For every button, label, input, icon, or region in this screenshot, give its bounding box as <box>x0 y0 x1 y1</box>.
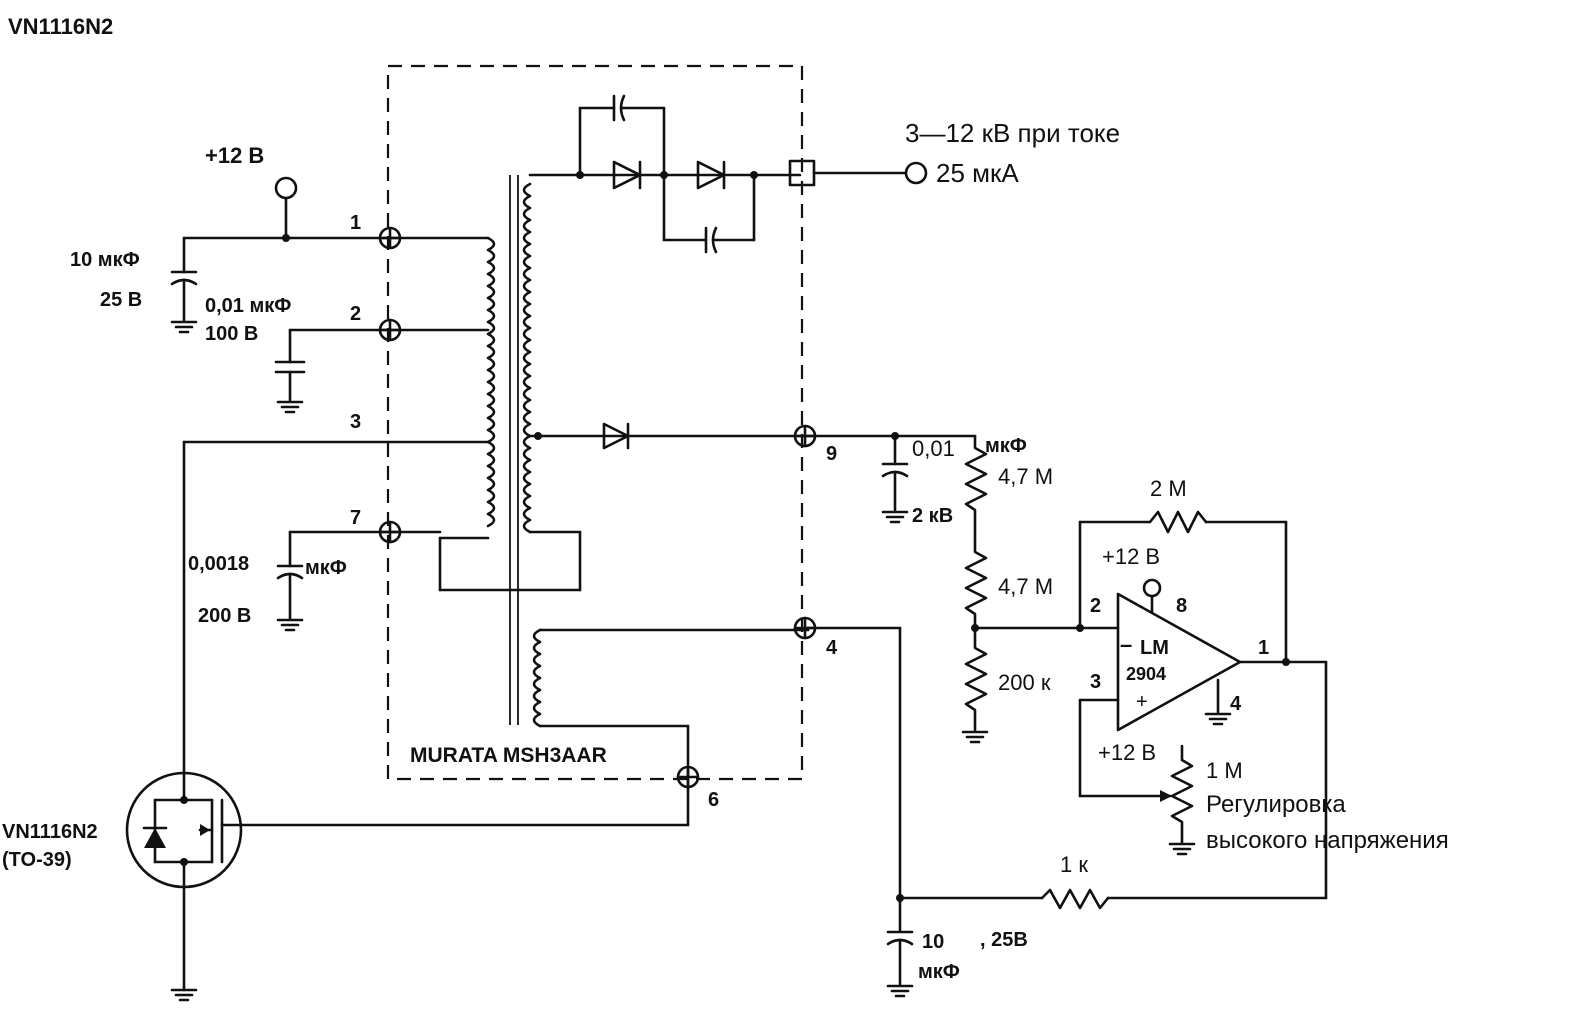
c3-unit-label: мкФ <box>305 557 347 579</box>
pot-description-line1: Регулировка <box>1206 791 1346 818</box>
c3-voltage-label: 200 В <box>198 605 251 627</box>
supply-terminal-12v <box>274 176 298 200</box>
cout-value-label: 10 <box>922 931 944 953</box>
c1-voltage-label: 25 В <box>100 289 142 311</box>
feedback-rectifier <box>528 422 977 450</box>
hv-output-connector <box>904 161 928 185</box>
opamp-pin3-label: 3 <box>1090 671 1101 693</box>
opamp-minus-label: – <box>1120 632 1132 657</box>
opamp-pin8-label: 8 <box>1176 595 1187 617</box>
hv-diode-2 <box>696 160 726 190</box>
transformer-box <box>386 64 804 781</box>
supply-label: +12 В <box>205 143 264 168</box>
opamp-plus-label: + <box>1136 691 1148 713</box>
pin-1-label: 1 <box>350 212 361 234</box>
page-title: VN1116N2 <box>8 14 113 39</box>
opamp-number-label: 2904 <box>1126 664 1166 684</box>
pot-supply-label: +12 В <box>1098 740 1156 765</box>
terminal-7 <box>378 520 402 544</box>
pin-7-label: 7 <box>350 507 361 529</box>
pot-description-line2: высокого напряжения <box>1206 827 1449 854</box>
c1-value-label: 10 мкФ <box>70 249 140 271</box>
opamp-lm2904 <box>1078 510 1328 802</box>
pot-value-label: 1 М <box>1206 758 1243 783</box>
rfb-label: 2 М <box>1150 476 1187 501</box>
terminal-6 <box>676 765 700 789</box>
opamp-pin2-label: 2 <box>1090 595 1101 617</box>
hv-diode-1 <box>612 160 642 190</box>
pin-9-label: 9 <box>826 443 837 465</box>
opamp-pin1-label: 1 <box>1258 637 1269 659</box>
r2-label: 4,7 М <box>998 574 1053 599</box>
terminal-9 <box>793 424 817 448</box>
pin-4-label: 4 <box>826 637 838 659</box>
input-filter <box>170 176 306 632</box>
r1-label: 4,7 М <box>998 464 1053 489</box>
terminal-1 <box>378 226 402 250</box>
voltage-multiplier <box>576 94 928 254</box>
mosfet-package-label: (TO-39) <box>2 849 72 871</box>
mosfet-vn1116n2 <box>125 440 690 1002</box>
output-rc <box>806 626 1328 998</box>
pin-2-label: 2 <box>350 303 361 325</box>
pin-3-label: 3 <box>350 411 361 433</box>
c2-voltage-label: 100 В <box>205 323 258 345</box>
secondary-winding <box>522 173 582 534</box>
rout-label: 1 к <box>1060 852 1088 877</box>
output-spec-line2: 25 мкА <box>936 158 1019 188</box>
cout-unit-label: мкФ <box>918 961 960 983</box>
primary-winding <box>182 236 582 592</box>
transformer-label: MURATA MSH3AAR <box>410 744 607 767</box>
cout-voltage-label: , 25В <box>980 929 1028 951</box>
c2-value-label: 0,01 мкФ <box>205 295 291 317</box>
pin-6-label: 6 <box>708 789 719 811</box>
c3-value-label: 0,0018 <box>188 553 249 575</box>
divider-network <box>881 434 1120 744</box>
potentiometer-1m <box>1168 744 1196 856</box>
cdiv-unit-label: мкФ <box>985 435 1027 457</box>
output-spec-line1: 3—12 кВ при токе <box>905 118 1120 148</box>
opamp-name-label: LM <box>1140 637 1169 659</box>
opamp-pin4-label: 4 <box>1230 693 1242 715</box>
mosfet-name-label: VN1116N2 <box>2 821 98 843</box>
terminal-2 <box>378 318 402 342</box>
r3-label: 200 к <box>998 670 1051 695</box>
opamp-supply-label: +12 В <box>1102 544 1160 569</box>
feedback-winding <box>532 628 810 827</box>
cdiv-value-label: 0,01 <box>912 436 955 461</box>
cdiv-voltage-label: 2 кВ <box>912 505 953 527</box>
